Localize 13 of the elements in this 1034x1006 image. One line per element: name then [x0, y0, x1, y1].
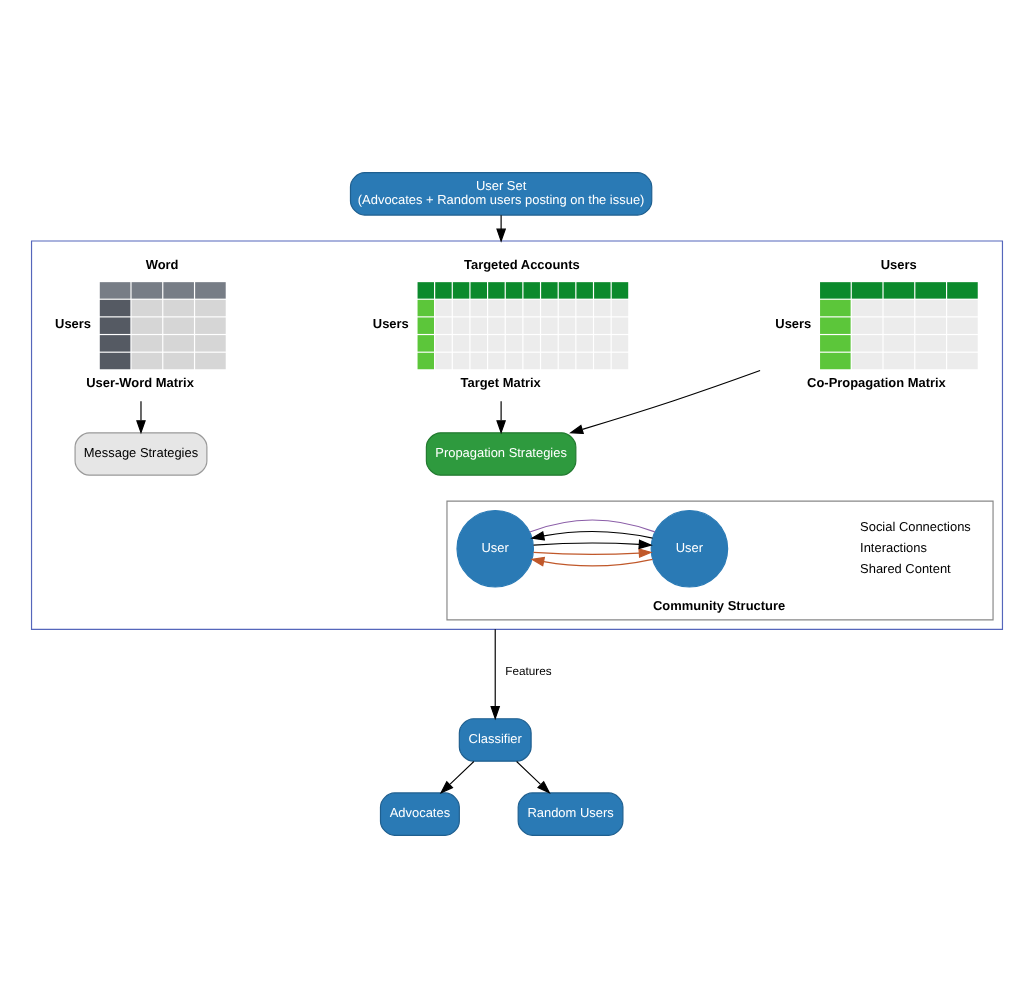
arrow: [569, 368, 761, 433]
arrow: [490, 627, 501, 720]
arrow: [530, 529, 654, 540]
arrow: [439, 759, 475, 793]
cluster: [30, 239, 1004, 629]
arrow: [136, 399, 146, 434]
arrow: [532, 547, 653, 558]
arrow: [496, 399, 507, 434]
arrow: [530, 555, 654, 566]
arrow: [516, 759, 551, 793]
arrow: [496, 213, 507, 242]
arrow: [532, 538, 653, 549]
connector: [529, 518, 656, 532]
